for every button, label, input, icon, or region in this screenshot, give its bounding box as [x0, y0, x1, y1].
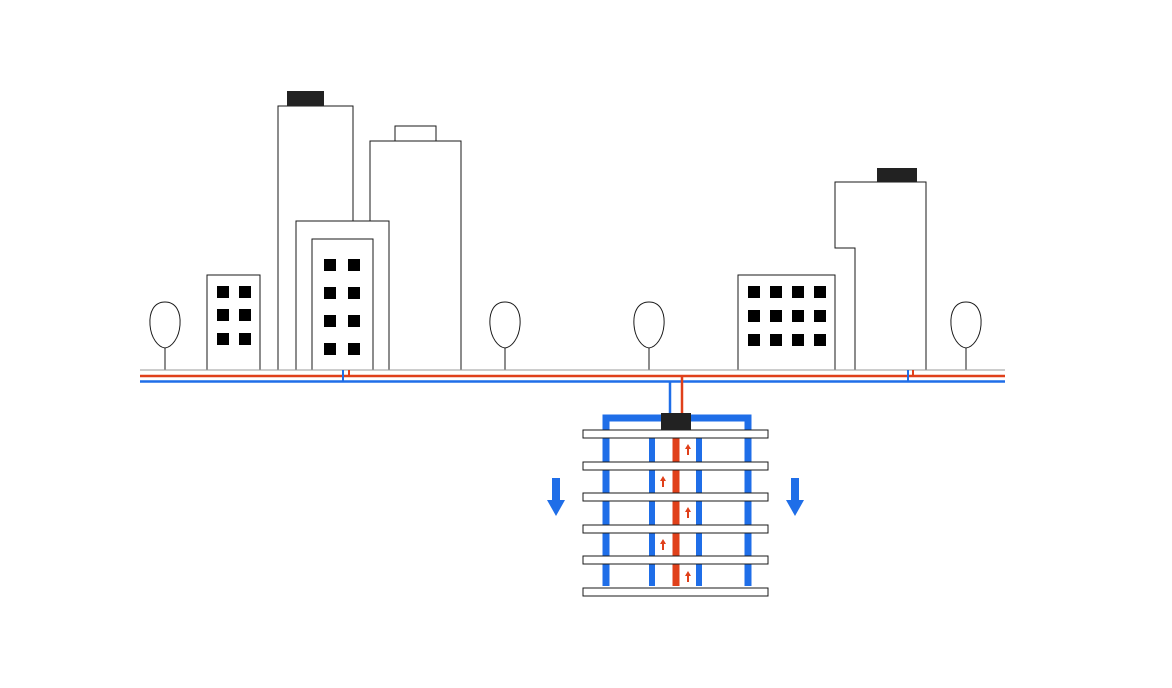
- building-front-windows: [311, 238, 374, 371]
- building-stepped-tower: [834, 168, 927, 371]
- storage-layers: [582, 429, 769, 597]
- arrow-up-icon: [660, 444, 691, 582]
- window-icon: [217, 286, 251, 345]
- arrow-down-icon: [547, 478, 565, 516]
- rooftop-unit-icon: [877, 168, 917, 182]
- heat-exchanger-icon: [661, 413, 691, 430]
- riser-pipes: [668, 376, 684, 416]
- window-icon: [748, 286, 826, 346]
- tree-icon: [633, 301, 665, 370]
- thermal-storage: [582, 413, 769, 597]
- building-small-left: [206, 274, 261, 371]
- rooftop-unit-icon: [287, 91, 324, 106]
- building-connection-left: [342, 370, 350, 382]
- tree-icon: [950, 301, 982, 370]
- building-wide-windows: [737, 274, 836, 371]
- building-connection-right: [907, 370, 914, 382]
- arrow-down-icon: [786, 478, 804, 516]
- tree-icon: [149, 301, 181, 370]
- tree-icon: [489, 301, 521, 370]
- window-icon: [324, 259, 360, 355]
